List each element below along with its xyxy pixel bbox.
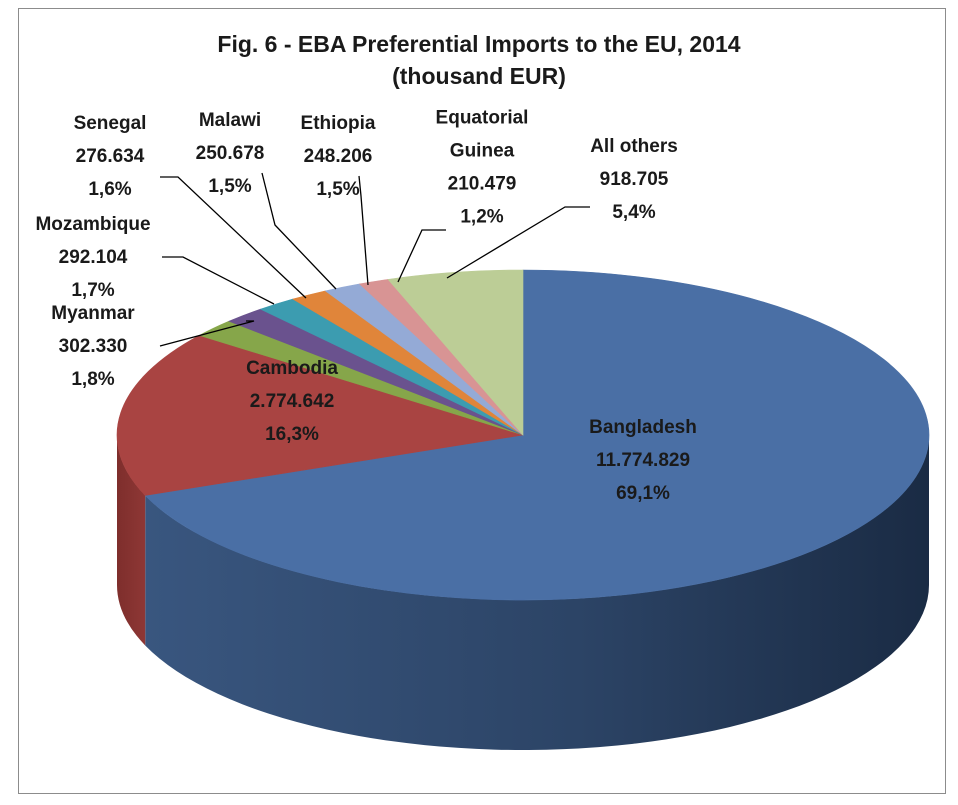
leader-malawi	[261, 172, 337, 290]
leader-myanmar	[159, 320, 255, 347]
leader-all-others	[446, 206, 590, 279]
leader-ethiopia	[358, 175, 369, 286]
slice-side-bangladesh	[145, 435, 929, 750]
chart-title-line1: Fig. 6 - EBA Preferential Imports to the…	[217, 31, 741, 57]
slice-all-others	[387, 269, 524, 436]
slice-cambodia	[116, 335, 524, 496]
pie-top	[116, 269, 930, 601]
leader-senegal	[160, 176, 307, 299]
slice-bangladesh	[144, 269, 930, 601]
chart-title-line2: (thousand EUR)	[392, 63, 566, 89]
leader-equatorial-guinea	[397, 229, 446, 283]
leader-lines	[159, 172, 590, 347]
chart-title: Fig. 6 - EBA Preferential Imports to the…	[0, 28, 958, 92]
leader-mozambique	[162, 256, 275, 305]
